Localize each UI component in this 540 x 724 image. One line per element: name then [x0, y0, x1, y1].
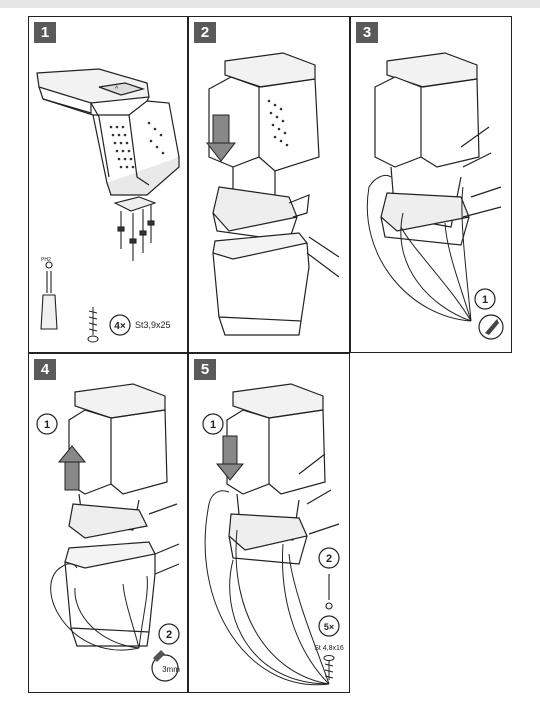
svg-text:^: ^: [115, 86, 119, 93]
arrow-down-icon: [205, 114, 237, 162]
callout-1-label: 1: [44, 419, 50, 431]
step-number: 5: [194, 359, 216, 380]
quantity-badge: [109, 314, 131, 336]
step-1-panel: 1 ^: [28, 16, 188, 353]
screw-spec: St3,9x25: [135, 320, 171, 330]
screwdriver-icon: [40, 261, 58, 330]
arrow-up-icon: [57, 445, 87, 491]
quantity-label: 5×: [324, 622, 334, 632]
callout-badge: [318, 547, 340, 569]
step-3-panel: 3 1: [350, 16, 512, 353]
callout-2-label: 2: [166, 629, 172, 641]
step-number: 2: [194, 22, 216, 43]
screw-icon: [87, 307, 99, 343]
armrest-removal-drill-illustration: 1 2 3mm: [36, 383, 180, 682]
step-5-panel: 5 1 2 5×: [188, 353, 350, 693]
callout-badge: [36, 413, 58, 435]
callout-2-label: 2: [326, 553, 332, 565]
armrest-assembly-illustration: ^: [36, 68, 180, 343]
drill-size: 3mm: [162, 665, 180, 674]
quantity-label: 4×: [114, 321, 126, 332]
callout-label: 1: [482, 294, 488, 306]
screwdriver-bit-icon: [325, 574, 333, 610]
armrest-final-fix-illustration: 1 2 5× St 4,8x16: [202, 383, 344, 686]
callout-1-label: 1: [210, 419, 216, 431]
step-2-panel: 2: [188, 16, 350, 353]
quantity-badge: [318, 615, 340, 637]
step-number: 4: [34, 359, 56, 380]
step-number: 1: [34, 22, 56, 43]
callout-badge: [474, 288, 496, 310]
screw-icon: [323, 655, 335, 680]
screw-spec: St 4,8x16: [314, 645, 344, 652]
step-4-panel: 4 1 2 3mm: [28, 353, 188, 693]
tool-label: PH2: [41, 257, 51, 263]
drill-icon: [151, 654, 179, 682]
armrest-lid-open-illustration: [205, 52, 340, 336]
callout-badge: [158, 623, 180, 645]
top-strip: [0, 0, 540, 8]
armrest-positioning-illustration: 1: [366, 52, 504, 340]
step-number: 3: [356, 22, 378, 43]
callout-badge: [202, 413, 224, 435]
arrow-down-icon: [215, 435, 245, 481]
